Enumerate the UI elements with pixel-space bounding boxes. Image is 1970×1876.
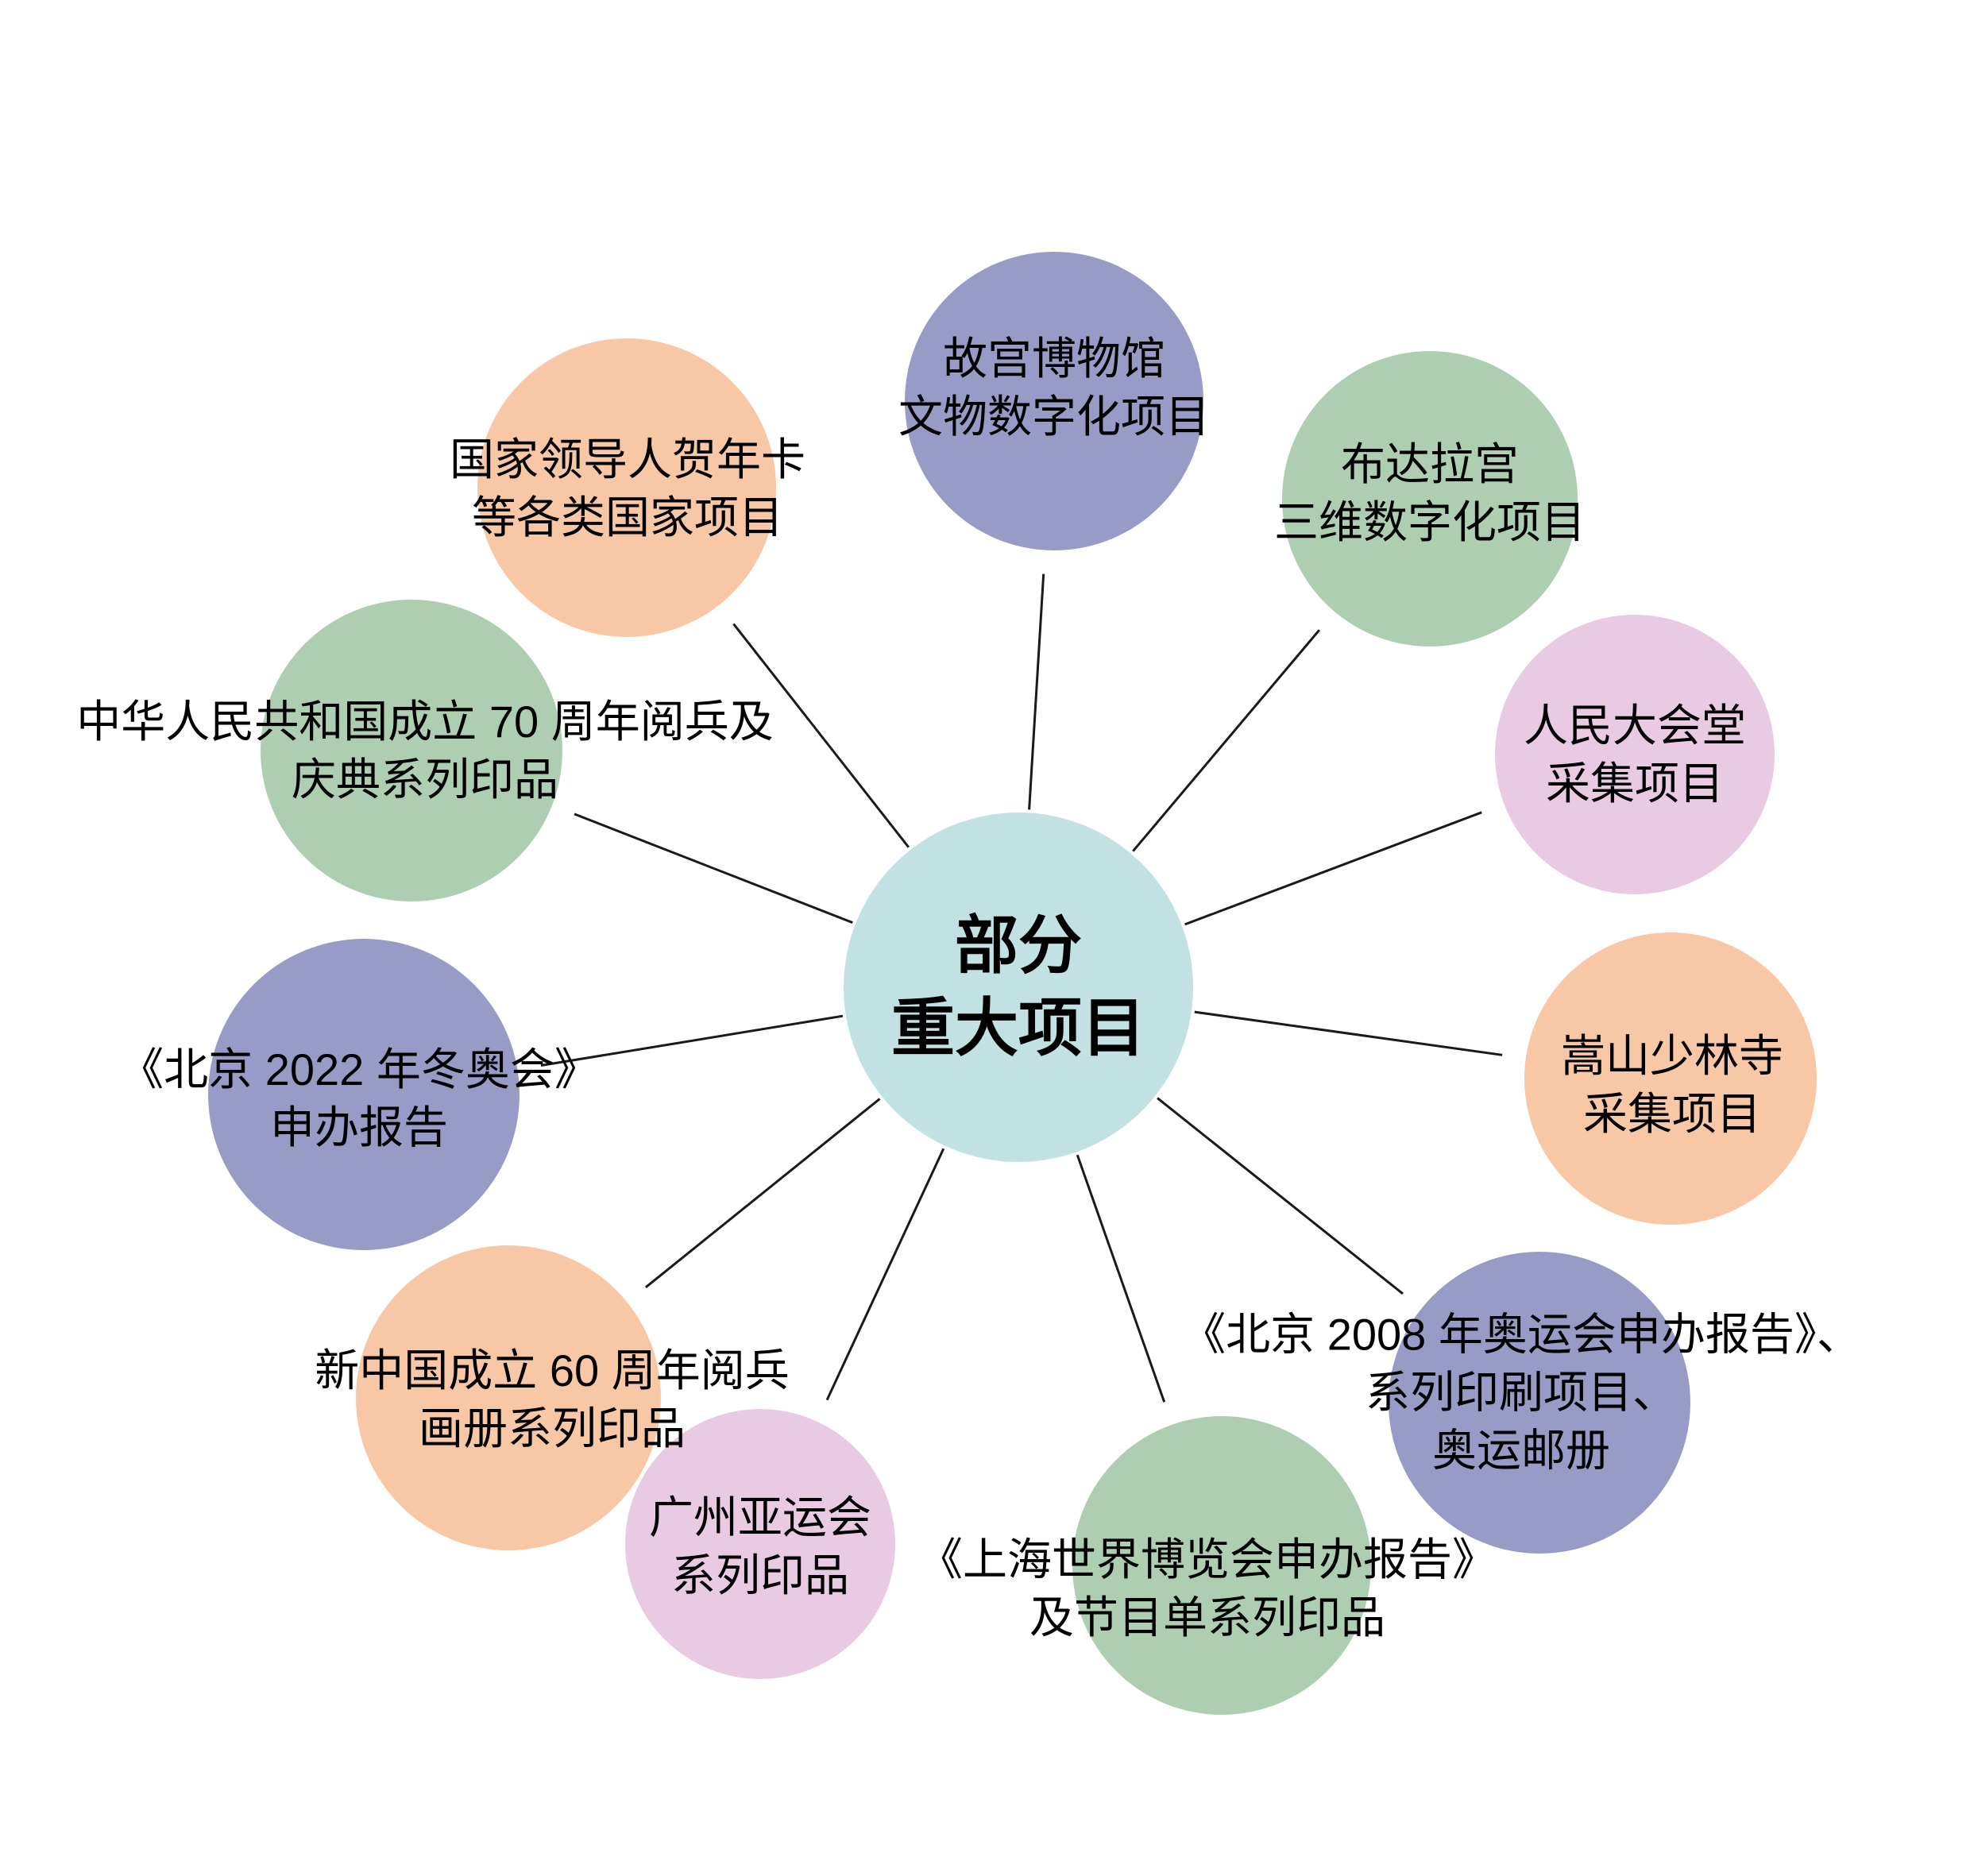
node-label-qishi-70-zhounian-line-1: 中华人民共和国成立 70 周年阅兵及 [76, 697, 774, 747]
node-label-budalagong-line-1: 布达拉宫 [1341, 439, 1519, 489]
node-label-beijing-2008-aoyunhui-line-3: 奥运邮册 [1431, 1425, 1610, 1476]
node-label-budalagong-line-2: 三维数字化项目 [1274, 497, 1586, 547]
node-label-xinzhongguo-60-zhounian-line-1: 新中国成立 60 周年阅兵 [315, 1345, 790, 1395]
node-label-shanghai-shibohui-line-1: 《上海世界博览会申办报告》 [918, 1534, 1497, 1585]
connector-renmin-dahuitang [1184, 811, 1482, 926]
node-label-qishi-70-zhounian: 中华人民共和国成立 70 周年阅兵及庆典系列印品 [76, 693, 773, 809]
connector-xinzhongguo-60-zhounian [644, 1098, 881, 1288]
center-label-line-2: 重大项目 [891, 993, 1145, 1063]
node-circle-xinzhongguo-60-zhounian [356, 1245, 661, 1550]
connector-beijing-2008-aoyunhui [1157, 1097, 1404, 1295]
node-label-songshan-shaolinsi: 嵩山少林寺采集项目 [1561, 1027, 1783, 1143]
connector-budalagong [1132, 629, 1321, 852]
node-label-shanghai-shibohui: 《上海世界博览会申办报告》及节目单系列印品 [918, 1531, 1497, 1646]
node-circle-budalagong [1282, 351, 1578, 647]
node-label-songshan-shaolinsi-line-2: 采集项目 [1583, 1089, 1761, 1139]
node-label-renmin-dahuitang: 人民大会堂采集项目 [1524, 697, 1746, 813]
node-label-beijing-2008-aoyunhui-line-2: 系列印刷项目、 [1365, 1367, 1677, 1418]
connector-songshan-shaolinsi [1194, 1010, 1503, 1056]
node-circle-songshan-shaolinsi [1524, 932, 1817, 1225]
node-label-renmin-dahuitang-line-2: 采集项目 [1546, 759, 1724, 809]
node-circle-guojia-lingdaoren-heniankaka [477, 338, 776, 637]
connector-gugong-bowuguan [1028, 573, 1045, 810]
node-circle-renmin-dahuitang [1495, 615, 1775, 894]
node-label-gugong-bowuguan-line-1: 故宫博物馆 [943, 334, 1165, 384]
node-circle-qishi-70-zhounian [261, 600, 562, 901]
node-label-xinzhongguo-60-zhounian: 新中国成立 60 周年阅兵画册系列印品 [315, 1341, 789, 1457]
node-circle-beijing-2008-aoyunhui [1389, 1252, 1690, 1554]
node-circle-shanghai-shibohui [1072, 1416, 1371, 1715]
node-label-beijing-2008-aoyunhui-line-1: 《北京 2008 年奥运会申办报告》、 [1181, 1309, 1861, 1360]
node-label-guojia-lingdaoren-heniankaka: 国家领导人贺年卡等各类国家项目 [450, 430, 805, 546]
node-label-guojia-lingdaoren-heniankaka-line-1: 国家领导人贺年卡 [450, 434, 805, 484]
node-label-shanghai-shibohui-line-2: 及节目单系列印品 [1029, 1592, 1385, 1642]
center-node-label: 部分 重大项目 [891, 905, 1145, 1070]
node-label-beijing-2022-dongaohui-line-2: 申办报告 [269, 1102, 448, 1152]
node-label-budalagong: 布达拉宫三维数字化项目 [1274, 435, 1586, 551]
node-label-guangzhou-yayunhui: 广州亚运会系列印品 [649, 1488, 871, 1604]
node-label-gugong-bowuguan: 故宫博物馆文物数字化项目 [898, 330, 1210, 446]
node-label-beijing-2022-dongaohui-line-1: 《北京 2022 年冬奥会》 [119, 1044, 599, 1094]
node-label-beijing-2022-dongaohui: 《北京 2022 年冬奥会》申办报告 [119, 1040, 599, 1156]
connector-beijing-2022-dongaohui [540, 1014, 844, 1067]
node-label-guangzhou-yayunhui-line-2: 系列印品 [671, 1550, 849, 1600]
node-label-qishi-70-zhounian-line-2: 庆典系列印品 [292, 755, 558, 805]
connector-shanghai-shibohui [1076, 1154, 1166, 1403]
node-circle-gugong-bowuguan [905, 252, 1203, 550]
node-label-renmin-dahuitang-line-1: 人民大会堂 [1524, 701, 1746, 751]
center-node-circle [844, 813, 1193, 1162]
node-label-guojia-lingdaoren-heniankaka-line-2: 等各类国家项目 [472, 492, 783, 542]
node-label-songshan-shaolinsi-line-1: 嵩山少林寺 [1561, 1031, 1783, 1081]
connector-guojia-lingdaoren-heniankaka [732, 623, 910, 848]
node-circle-guangzhou-yayunhui [625, 1409, 895, 1679]
connector-guangzhou-yayunhui [825, 1148, 945, 1401]
node-circle-beijing-2022-dongaohui [208, 939, 520, 1250]
node-label-beijing-2008-aoyunhui: 《北京 2008 年奥运会申办报告》、系列印刷项目、奥运邮册 [1181, 1306, 1861, 1480]
connector-qishi-70-zhounian [574, 813, 853, 924]
node-label-gugong-bowuguan-line-2: 文物数字化项目 [898, 392, 1210, 442]
node-label-guangzhou-yayunhui-line-1: 广州亚运会 [649, 1492, 871, 1542]
node-label-xinzhongguo-60-zhounian-line-2: 画册系列印品 [419, 1403, 686, 1453]
center-label-line-1: 部分 [955, 910, 1082, 981]
